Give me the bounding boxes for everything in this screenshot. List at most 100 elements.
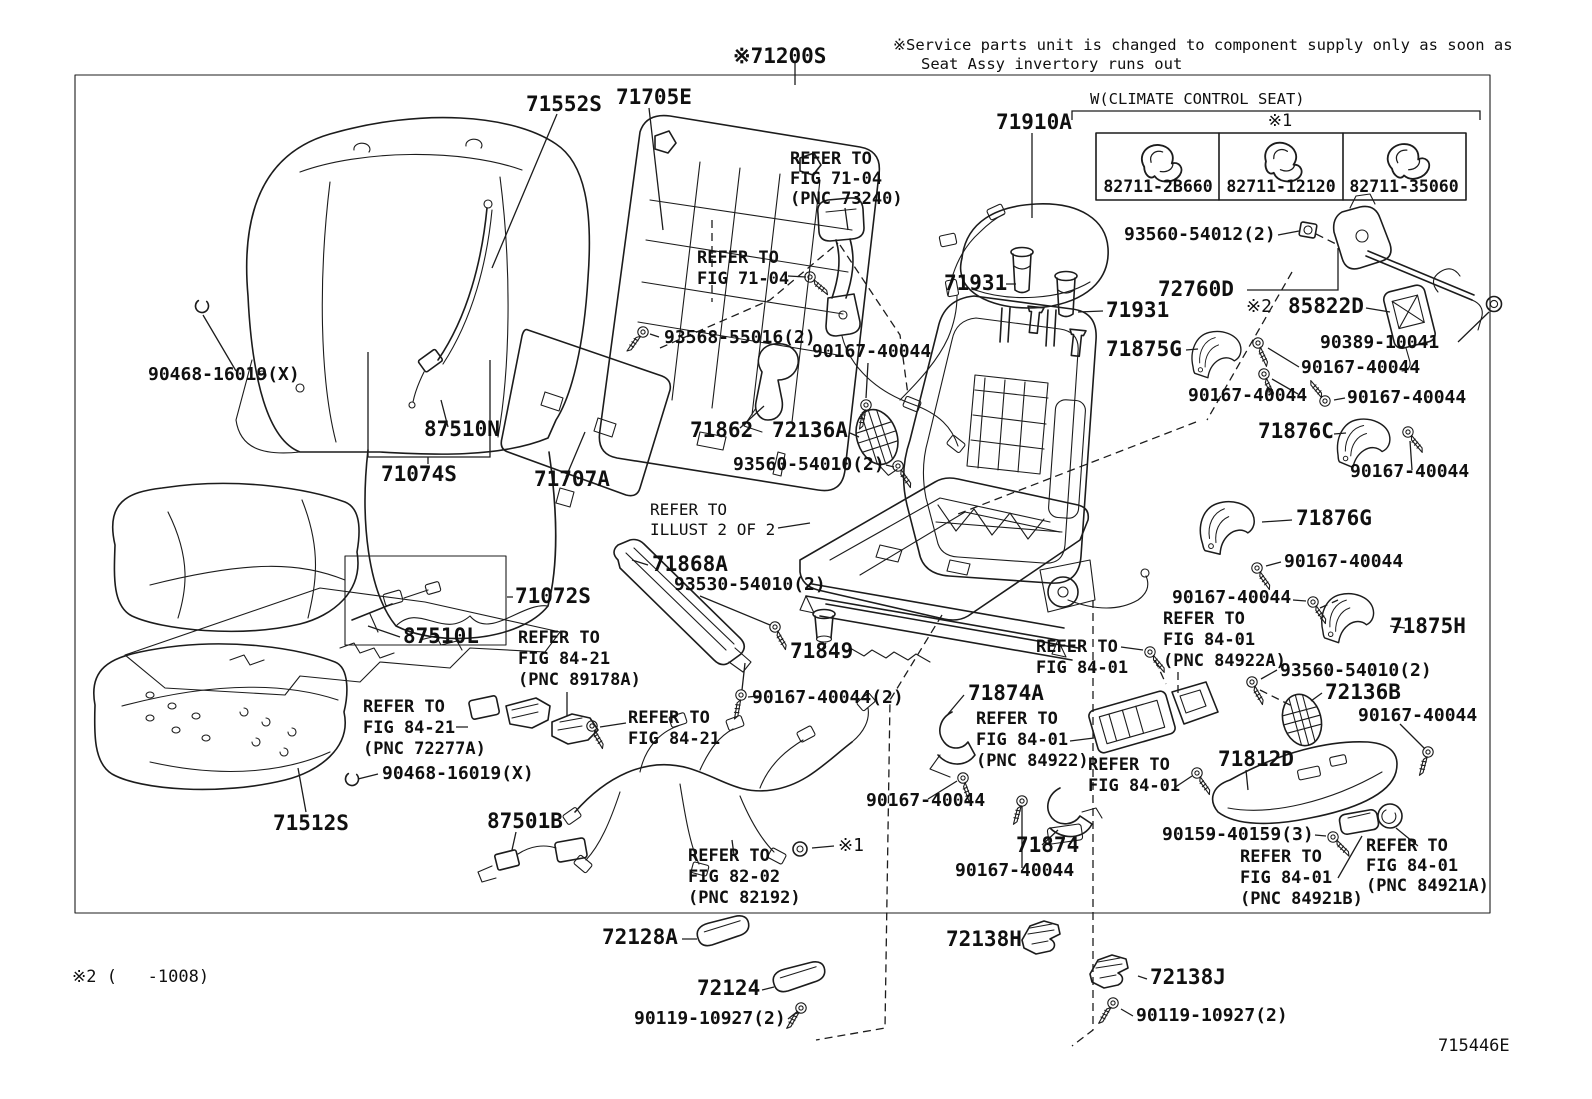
label-93568-55016: 93568-55016(2) <box>664 327 816 348</box>
label-90389-10041: 90389-10041 <box>1320 332 1439 353</box>
label-star1-grommet: ※1 <box>838 835 864 856</box>
label-71868A: 71868A <box>652 552 728 576</box>
label-71910A: 71910A <box>996 110 1072 134</box>
sensor-87501B-drawing <box>477 837 588 883</box>
label-90468-16019-btm: 90468-16019(X) <box>382 763 534 784</box>
label-93560-54010-right: 93560-54010(2) <box>1280 660 1432 681</box>
label-71074S: 71074S <box>381 462 457 486</box>
label-72136B: 72136B <box>1325 680 1401 704</box>
slide-clamp-drawing <box>468 695 599 745</box>
seat-back-pad-drawing <box>364 199 557 640</box>
label-star2: ※2 <box>1246 296 1272 317</box>
climate-control-table <box>1071 110 1481 201</box>
seat-back-cover-drawing <box>235 116 591 455</box>
seat-cushion-pad-drawing <box>111 482 360 633</box>
service-note-line1: ※Service parts unit is changed to compon… <box>893 36 1513 54</box>
hog-ring-top-icon <box>192 296 212 316</box>
label-90167-40044-top: 90167-40044 <box>812 341 931 362</box>
labels-layer: ※71200S※Service parts unit is changed to… <box>72 36 1513 1056</box>
dashed-lines <box>659 220 1339 1047</box>
label-71072S: 71072S <box>515 584 591 608</box>
label-87510L: 87510L <box>403 624 479 648</box>
back-panel-drawing <box>500 328 672 508</box>
label-93560-54012: 93560-54012(2) <box>1124 224 1276 245</box>
ecu-blower-drawing <box>1088 681 1219 754</box>
label-71931-left: 71931 <box>944 271 1007 295</box>
bushing-71849-drawing <box>812 608 836 643</box>
trim-71868A-drawing <box>613 538 752 673</box>
label-72128A: 72128A <box>602 925 678 949</box>
vent-72136B <box>1281 693 1323 747</box>
seat-frame-drawing <box>799 295 1150 663</box>
label-90167-40044-r2: 90167-40044 <box>1188 385 1307 406</box>
headrest-drawing <box>959 203 1109 347</box>
fasteners <box>192 220 1503 1031</box>
label-71512S: 71512S <box>273 811 349 835</box>
label-72138H: 72138H <box>946 927 1022 951</box>
label-71705E: 71705E <box>616 85 692 109</box>
headrest-guide-right <box>1066 328 1087 358</box>
label-90167-40044-2: 90167-40044(2) <box>752 687 904 708</box>
hook-71874-drawing <box>1046 787 1103 845</box>
label-72138J: 72138J <box>1150 965 1226 989</box>
wiring-harness-drawing <box>561 692 877 877</box>
heater-selection-box <box>344 555 507 646</box>
screw-93568-icon <box>626 324 650 355</box>
knob-72128A <box>694 913 752 948</box>
label-90119-10927-right: 90119-10927(2) <box>1136 1005 1288 1026</box>
label-90159-40159: 90159-40159(3) <box>1162 824 1314 845</box>
climate-cell-0: 82711-2B660 <box>1103 177 1212 196</box>
label-90167-40044-r1: 90167-40044 <box>1301 357 1420 378</box>
label-71875G: 71875G <box>1106 337 1182 361</box>
bracket-71876G <box>1198 499 1256 557</box>
figure-code: 715446E <box>1438 1036 1510 1056</box>
clip-72138J <box>1089 954 1129 989</box>
label-90167-40044-r6: 90167-40044 <box>1172 587 1291 608</box>
label-71931-right: 71931 <box>1106 298 1169 322</box>
knob-72124 <box>770 959 828 994</box>
label-71874: 71874 <box>1016 833 1079 857</box>
label-90167-40044-c1: 90167-40044 <box>866 790 985 811</box>
label-87510N: 87510N <box>424 417 500 441</box>
seat-cushion-cover-drawing <box>93 643 348 791</box>
footnote: ※2 ( -1008) <box>72 967 209 987</box>
label-90167-40044-r7: 90167-40044 <box>1358 705 1477 726</box>
clipnut-93560-icon <box>1298 220 1318 240</box>
vent-72136A <box>855 408 899 476</box>
bracket-71875H <box>1318 589 1377 648</box>
service-note-line2: Seat Assy invertory runs out <box>921 55 1182 73</box>
grommet-icon <box>792 841 808 857</box>
label-71849: 71849 <box>790 639 853 663</box>
hook-71874A-drawing <box>929 711 976 778</box>
headrest-guide-left <box>1024 305 1045 335</box>
label-90468-16019-top: 90468-16019(X) <box>148 364 300 385</box>
cushion-heater-drawing <box>124 555 561 696</box>
bracket-71875G <box>1188 327 1244 383</box>
label-71876G: 71876G <box>1296 506 1372 530</box>
climate-table-marker: ※1 <box>1268 111 1292 131</box>
main-border <box>74 74 1491 914</box>
back-board-drawing <box>598 114 881 492</box>
label-71812D: 71812D <box>1218 747 1294 771</box>
belt-guide-drawing <box>743 342 799 433</box>
label-71707A: 71707A <box>534 467 610 491</box>
label-87501B: 87501B <box>487 809 563 833</box>
label-85822D: 85822D <box>1288 294 1364 318</box>
label-71876C: 71876C <box>1258 419 1334 443</box>
label-93530-54010: 93530-54010(2) <box>674 574 826 595</box>
leader-lines <box>202 107 1490 1020</box>
climate-cell-1: 82711-12120 <box>1226 177 1335 196</box>
seat-belt-buckle-drawing <box>816 197 1007 454</box>
